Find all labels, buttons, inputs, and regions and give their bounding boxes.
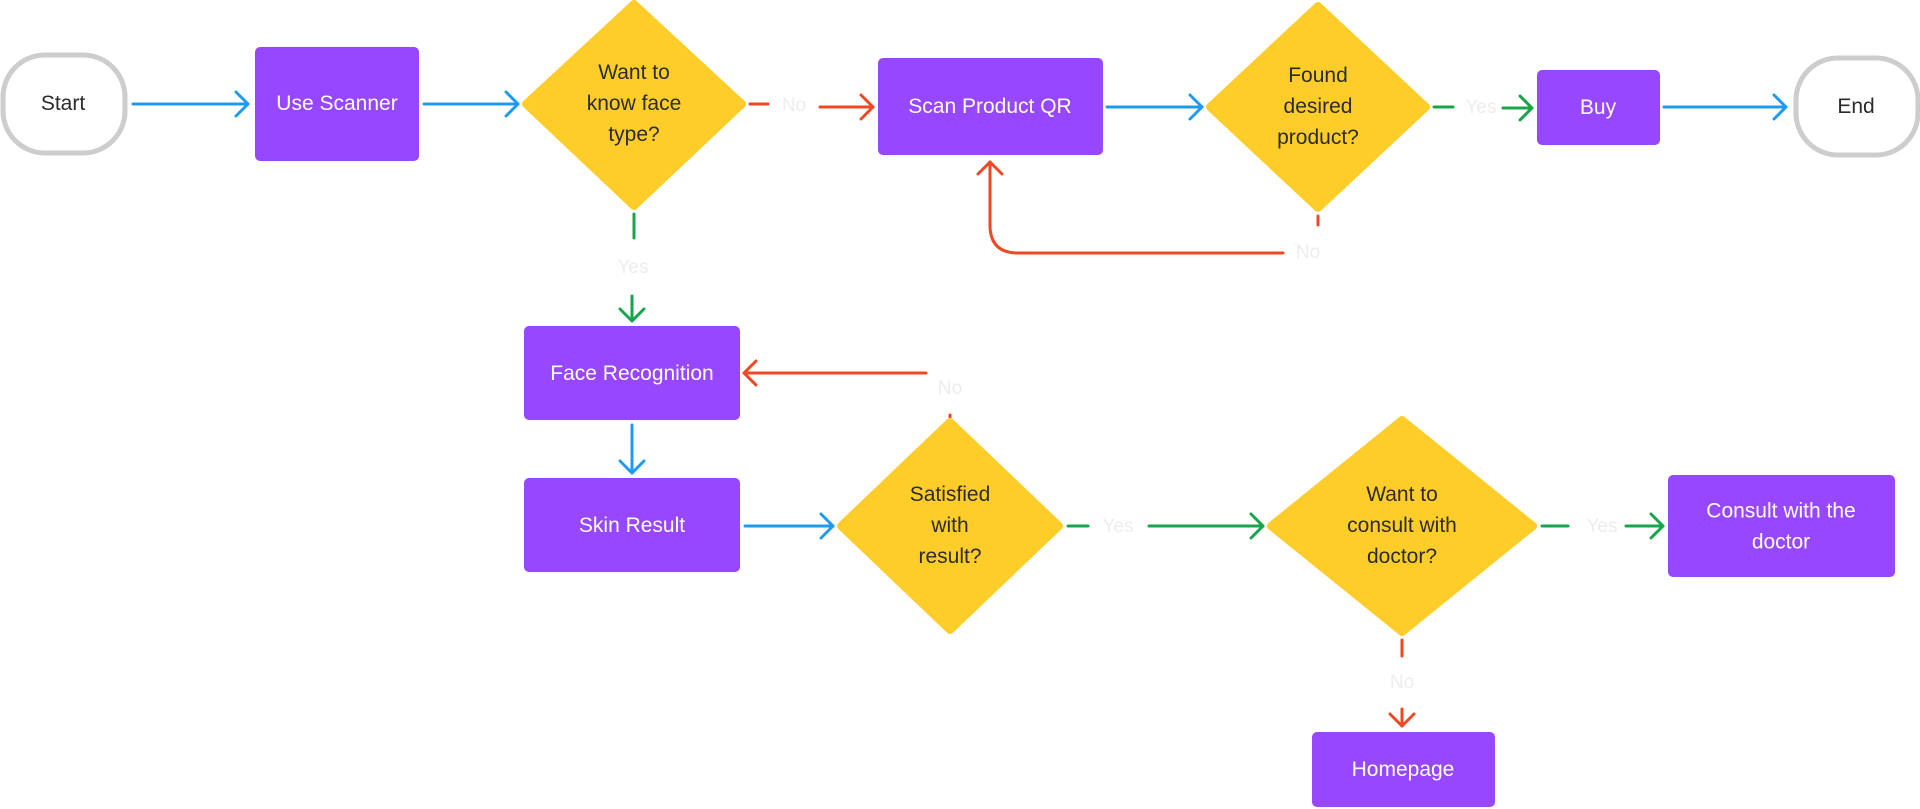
edge-start-to-scanner [131,90,250,118]
node-label-line: Start [41,92,86,115]
node-label: Face Recognition [550,362,713,385]
node-label-line: Want to [598,61,670,84]
node-label-line: Scan Product QR [908,95,1071,118]
node-label: Homepage [1352,758,1455,781]
node-homepage: Homepage [1312,732,1495,807]
node-satisfied-decision: Satisfied with result? [837,418,1063,634]
node-label: Satisfied with result? [910,483,991,568]
edge-found-no [976,160,1320,255]
node-label: Start [41,92,86,115]
edge-skin-to-satisfied [743,512,835,540]
node-label-line: Consult with the [1706,499,1855,522]
node-skin-result: Skin Result [524,478,740,572]
node-label: End [1837,95,1874,118]
decision-diamond [1206,2,1430,212]
node-label-line: desired [1284,95,1353,118]
edge-face-type-no [748,93,875,121]
edge-consult-yes [1540,512,1665,540]
node-label: Scan Product QR [908,95,1071,118]
edge-recognition-to-skin [618,423,646,475]
node-buy: Buy [1537,70,1660,145]
node-scan-product-qr: Scan Product QR [878,58,1103,155]
edge-face-type-yes [618,212,646,323]
edge-scan-to-found [1105,93,1204,121]
decision-diamond [522,0,746,210]
edge-buy-to-end [1662,93,1788,121]
process-box [1668,475,1895,577]
node-label: Skin Result [579,514,685,537]
node-label-line: with [930,514,968,537]
node-label: Use Scanner [276,92,397,115]
process-box [524,478,740,572]
node-label-line: consult with [1347,514,1457,537]
node-label: Consult with the doctor [1706,499,1855,553]
edge-label-found-yes: Yes [1466,97,1497,118]
edge-found-yes [1432,94,1534,122]
node-label-line: Homepage [1352,758,1455,781]
node-label-line: Use Scanner [276,92,397,115]
edge-label-face-type-yes: Yes [618,257,649,278]
node-label-line: product? [1277,126,1359,149]
edge-label-found-no: No [1296,242,1320,263]
decision-diamond [837,418,1063,634]
node-label: Want to know face type? [587,61,682,146]
node-face-recognition: Face Recognition [524,326,740,420]
node-label-line: doctor [1752,530,1810,553]
node-label-line: End [1837,95,1874,118]
node-label: Want to consult with doctor? [1347,483,1457,568]
node-label-line: Skin Result [579,514,685,537]
terminal-shape [1793,55,1920,158]
edge-label-satisfied-yes: Yes [1103,516,1134,537]
node-found-product-decision: Found desired product? [1206,2,1430,212]
process-box [255,47,419,161]
node-label-line: Face Recognition [550,362,713,385]
node-label-line: result? [918,545,981,568]
terminal-shape [0,52,128,156]
edge-label-consult-yes: Yes [1587,516,1618,537]
node-face-type-decision: Want to know face type? [522,0,746,210]
edge-satisfied-no [742,359,952,419]
edge-label-consult-no: No [1390,672,1414,693]
edge-scanner-to-face-type [422,90,520,118]
process-box [878,58,1103,155]
decision-diamond [1267,416,1537,636]
node-consult-with-doctor: Consult with the doctor [1668,475,1895,577]
node-label: Found desired product? [1277,64,1359,149]
edge-satisfied-yes [1066,512,1265,540]
node-end: End [1793,55,1920,158]
node-label-line: know face [587,92,682,115]
node-label-line: Found [1288,64,1348,87]
edge-label-face-type-no: No [782,95,806,116]
node-label-line: Satisfied [910,483,991,506]
node-label: Buy [1580,96,1617,119]
process-box [1312,732,1495,807]
process-box [524,326,740,420]
node-label-line: type? [608,123,659,146]
edge-consult-no [1388,638,1416,728]
node-label-line: Want to [1366,483,1438,506]
node-label-line: doctor? [1367,545,1437,568]
process-box [1537,70,1660,145]
node-use-scanner: Use Scanner [255,47,419,161]
node-consult-decision: Want to consult with doctor? [1267,416,1537,636]
node-start: Start [0,52,128,156]
edge-label-satisfied-no: No [938,378,962,399]
node-label-line: Buy [1580,96,1617,119]
